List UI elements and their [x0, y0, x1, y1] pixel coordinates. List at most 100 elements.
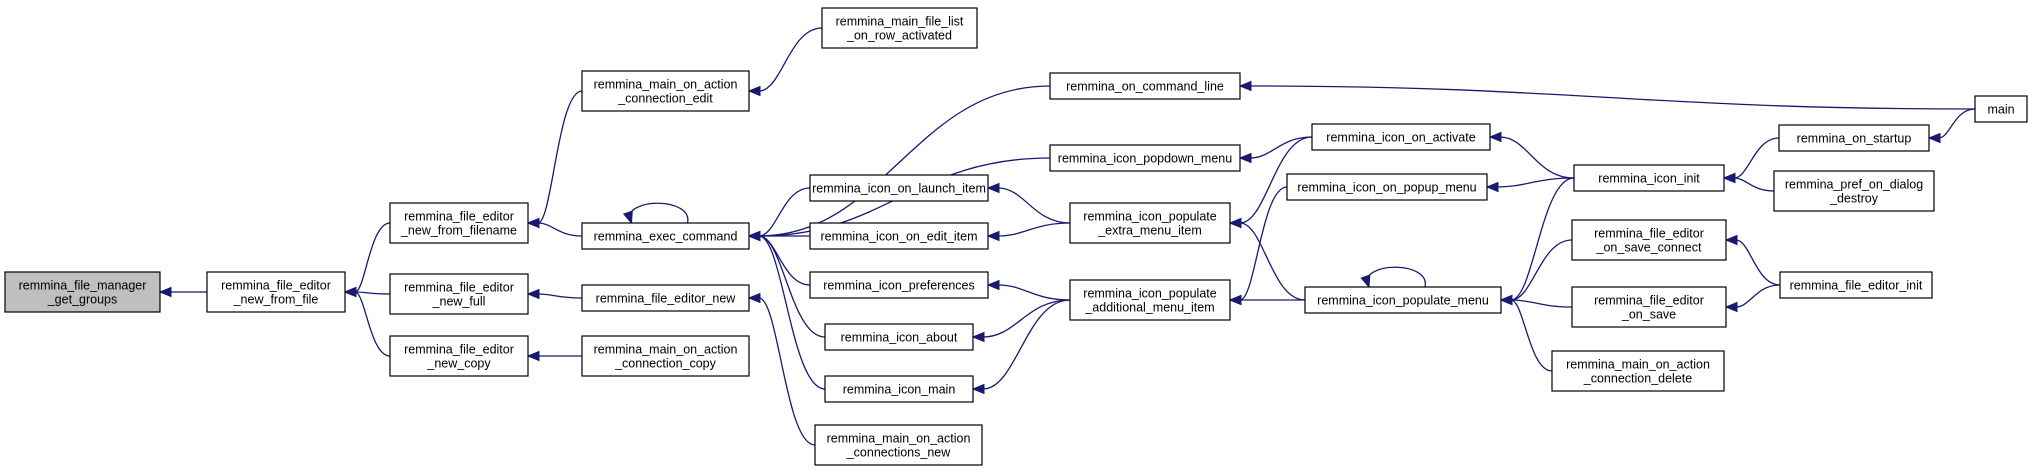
edge-icon-populate-menu-to-icon-populate-menu [1360, 266, 1426, 289]
node-icon-populate-extra-menu-item[interactable]: remmina_icon_populate_extra_menu_item [1069, 202, 1231, 244]
node-box [809, 174, 989, 202]
edge-arrowhead [1722, 172, 1736, 184]
node-label-line: remmina_file_editor [404, 343, 514, 357]
edge-main-on-action-connection-edit-to-new-from-filename [526, 90, 583, 229]
node-file-editor-new[interactable]: remmina_file_editor_new [581, 284, 750, 312]
node-file-editor-on-save-connect[interactable]: remmina_file_editor_on_save_connect [1571, 219, 1727, 261]
edge-line [1510, 239, 1573, 301]
node-label-line: remmina_file_editor [1594, 294, 1704, 308]
edge-line [1239, 136, 1313, 224]
edge-line [537, 222, 583, 237]
node-label-line: remmina_file_editor [221, 279, 331, 293]
node-file-editor-on-save[interactable]: remmina_file_editor_on_save [1571, 286, 1727, 328]
node-box [809, 271, 989, 299]
node-label-line: remmina_file_manager [19, 279, 147, 293]
edge-line [1249, 85, 1976, 110]
node-label-line: _connection_delete [1583, 372, 1692, 386]
edge-arrowhead [971, 383, 985, 395]
node-main-on-action-connection-edit[interactable]: remmina_main_on_action_connection_edit [581, 70, 750, 112]
node-new-full[interactable]: remmina_file_editor_new_full [389, 273, 529, 315]
edge-arrowhead [1927, 132, 1941, 144]
node-icon-on-popup-menu[interactable]: remmina_icon_on_popup_menu [1286, 173, 1488, 201]
edge-line [354, 222, 391, 293]
node-box [1778, 124, 1930, 152]
edge-line [1249, 136, 1313, 159]
node-label-line: _additional_menu_item [1084, 301, 1214, 315]
edge-main-file-list-on-row-activated-to-main-on-action-connection-edit [747, 27, 823, 97]
edge-arrowhead [1238, 80, 1252, 92]
node-main-on-action-connections-new[interactable]: remmina_main_on_action_connections_new [814, 424, 983, 466]
edge-main-to-on-startup [1927, 108, 1976, 144]
node-get-groups[interactable]: remmina_file_manager_get_groups [4, 271, 161, 313]
edge-arrowhead [1485, 181, 1499, 193]
node-box [1773, 170, 1935, 212]
node-new-from-file[interactable]: remmina_file_editor_new_from_file [206, 271, 346, 313]
edge-line [758, 297, 816, 446]
node-main-on-action-connection-copy[interactable]: remmina_main_on_action_connection_copy [581, 335, 750, 377]
node-icon-populate-additional-menu-item[interactable]: remmina_icon_populate_additional_menu_it… [1069, 279, 1231, 321]
edge-main-on-action-connection-copy-to-new-copy [526, 350, 582, 362]
edge-icon-init-to-icon-on-activate [1488, 131, 1575, 179]
edge-icon-on-popup-menu-to-icon-populate-additional-menu-item [1228, 186, 1288, 306]
edge-line [758, 85, 1051, 237]
node-exec-command[interactable]: remmina_exec_command [581, 222, 750, 250]
node-label-line: remmina_icon_populate_menu [1317, 294, 1489, 308]
node-label-line: remmina_main_on_action [1566, 358, 1710, 372]
node-on-startup[interactable]: remmina_on_startup [1778, 124, 1930, 152]
edge-arrowhead [986, 279, 1000, 291]
edge-icon-populate-additional-menu-item-to-icon-preferences [986, 279, 1071, 301]
node-icon-on-activate[interactable]: remmina_icon_on_activate [1311, 123, 1491, 151]
node-icon-on-launch-item[interactable]: remmina_icon_on_launch_item [809, 174, 989, 202]
node-icon-popdown-menu[interactable]: remmina_icon_popdown_menu [1049, 144, 1241, 172]
node-icon-main[interactable]: remmina_icon_main [824, 375, 974, 403]
edge-line [1239, 186, 1288, 301]
node-main-file-list-on-row-activated[interactable]: remmina_main_file_list_on_row_activated [821, 7, 978, 49]
edge-new-from-filename-to-new-from-file [343, 222, 391, 298]
node-label-line: remmina_main_on_action [594, 78, 738, 92]
node-icon-on-edit-item[interactable]: remmina_icon_on_edit_item [809, 222, 989, 250]
edge-arrowhead [1488, 131, 1502, 143]
node-box [1779, 271, 1933, 299]
node-box [389, 335, 529, 377]
node-icon-populate-menu[interactable]: remmina_icon_populate_menu [1304, 286, 1502, 314]
node-box [809, 222, 989, 250]
node-box [4, 271, 161, 313]
node-label-line: remmina_exec_command [594, 230, 738, 244]
edge-line [1510, 299, 1573, 308]
edge-line [982, 299, 1071, 338]
node-file-editor-init[interactable]: remmina_file_editor_init [1779, 271, 1933, 299]
edge-arrowhead [747, 230, 761, 242]
edge-line [1499, 136, 1575, 179]
node-label-line: remmina_icon_on_edit_item [820, 230, 977, 244]
node-box [1069, 202, 1231, 244]
node-label-line: remmina_icon_about [841, 331, 958, 345]
node-new-copy[interactable]: remmina_file_editor_new_copy [389, 335, 529, 377]
edge-arrowhead [526, 217, 540, 229]
node-box [814, 424, 983, 466]
edge-icon-populate-additional-menu-item-to-icon-about [971, 299, 1071, 343]
node-icon-about[interactable]: remmina_icon_about [824, 323, 974, 351]
node-label-line: _new_full [432, 295, 486, 309]
node-box [1049, 72, 1241, 100]
node-on-command-line[interactable]: remmina_on_command_line [1049, 72, 1241, 100]
edge-arrowhead [747, 292, 761, 304]
edge-arrowhead [1724, 301, 1738, 313]
node-main[interactable]: main [1974, 95, 2028, 123]
node-box [1551, 350, 1725, 392]
node-label-line: remmina_icon_on_activate [1326, 131, 1475, 145]
node-new-from-filename[interactable]: remmina_file_editor_new_from_filename [389, 202, 529, 244]
node-icon-init[interactable]: remmina_icon_init [1573, 164, 1725, 192]
edge-icon-populate-menu-to-icon-populate-extra-menu-item [1228, 217, 1306, 301]
edge-line [1239, 222, 1306, 301]
node-pref-on-dialog-destroy[interactable]: remmina_pref_on_dialog_destroy [1773, 170, 1935, 212]
edge-exec-command-to-new-from-filename [526, 217, 583, 237]
node-main-on-action-connection-delete[interactable]: remmina_main_on_action_connection_delete [1551, 350, 1725, 392]
node-label-line: _connection_edit [617, 92, 713, 106]
nodes-layer: remmina_file_manager_get_groupsremmina_f… [4, 7, 2028, 466]
edge-line [628, 202, 689, 224]
node-box [821, 7, 978, 49]
node-label-line: remmina_icon_populate [1083, 210, 1216, 224]
node-icon-preferences[interactable]: remmina_icon_preferences [809, 271, 989, 299]
edge-exec-command-to-exec-command [622, 202, 689, 225]
